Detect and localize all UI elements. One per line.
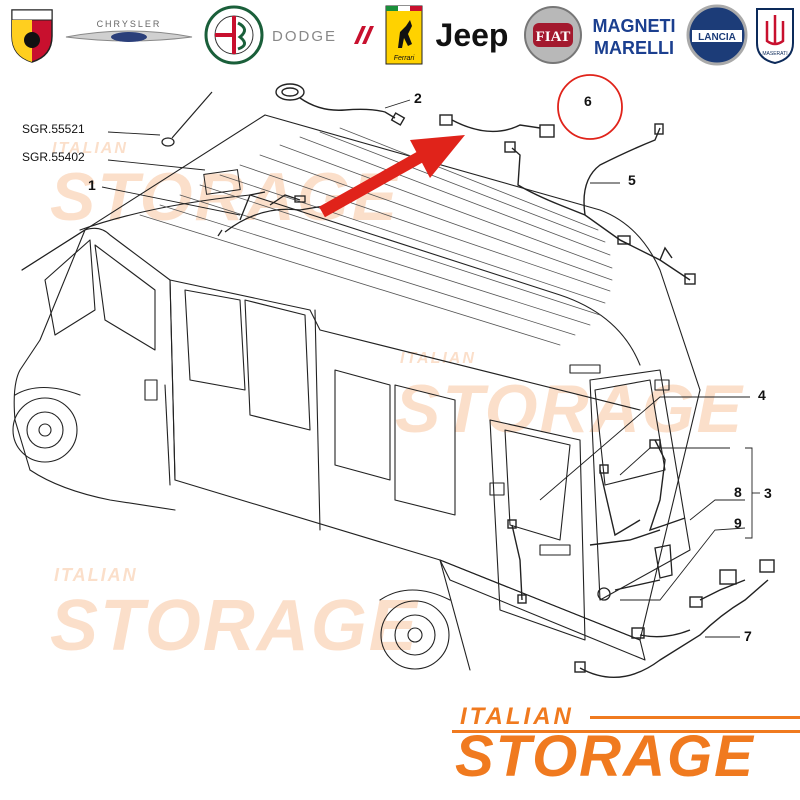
callout-6: 6 xyxy=(584,93,592,109)
svg-text:MARELLI: MARELLI xyxy=(594,38,674,58)
leader-8 xyxy=(689,499,745,521)
bracket-3 xyxy=(745,447,753,539)
rear-light-left xyxy=(489,482,505,496)
maserati-logo-text: MASERATI xyxy=(762,51,787,57)
magneti-marelli-logo: MAGNETI MARELLI xyxy=(588,4,680,66)
front-wheel-inner xyxy=(26,411,64,449)
rear-wheel-arch xyxy=(379,589,451,601)
watermark-line1-a: ITALIAN xyxy=(52,140,128,157)
rear-light-right xyxy=(654,379,670,391)
part-9-lamp xyxy=(597,587,611,601)
leader-sgr1 xyxy=(107,131,161,136)
roof-antenna xyxy=(161,91,213,147)
side-window-1 xyxy=(184,289,246,391)
dodge-logo-text: DODGE xyxy=(272,28,337,45)
brand-line2: STORAGE xyxy=(455,724,755,789)
red-pointer-arrow xyxy=(319,135,465,218)
rear-wheel-hub xyxy=(407,627,423,643)
front-side-window xyxy=(94,244,156,351)
van-cab-front xyxy=(21,227,176,481)
alfa-romeo-logo xyxy=(202,4,266,66)
brand-rule-mid xyxy=(452,730,800,733)
side-door-line xyxy=(164,384,171,486)
leader-lines xyxy=(101,99,760,638)
side-door-handle xyxy=(144,379,158,401)
front-wheel-outer xyxy=(12,397,78,463)
part-1-roof-harness xyxy=(217,191,331,237)
part-6-harness xyxy=(439,114,555,138)
front-wheel-arch xyxy=(14,387,81,396)
dodge-logo: DODGE xyxy=(270,4,378,66)
part-2-cable xyxy=(275,83,406,126)
lancia-logo-text: LANCIA xyxy=(698,32,736,43)
side-door-edge xyxy=(169,279,176,481)
leader-4b xyxy=(619,447,730,476)
windshield xyxy=(44,239,96,336)
ref-sgr-55521: SGR.55521 xyxy=(22,122,85,136)
rear-right-window xyxy=(594,379,666,486)
callout-5: 5 xyxy=(628,172,636,188)
van-sill xyxy=(174,479,471,671)
ref-sgr-55402: SGR.55402 xyxy=(22,150,85,164)
roof-ribs xyxy=(139,127,613,346)
van-roof-right-edge xyxy=(264,114,701,391)
brand-line1: ITALIAN xyxy=(460,703,574,730)
leader-sgr2 xyxy=(107,159,206,171)
middle-pillar xyxy=(314,309,321,531)
part-8-lamp-bracket xyxy=(614,544,673,591)
leader-1 xyxy=(101,186,241,216)
watermark-line1-c: ITALIAN xyxy=(54,565,138,585)
rear-door-right xyxy=(589,369,691,601)
ferrari-logo: Ferrari xyxy=(382,4,426,66)
lancia-logo: LANCIA xyxy=(684,4,750,66)
jeep-logo-text: Jeep xyxy=(435,16,509,53)
brand-rule-top xyxy=(590,716,800,719)
rear-wheel-outer xyxy=(380,600,450,670)
callout-8: 8 xyxy=(734,484,742,500)
van-front-bumper xyxy=(29,469,176,511)
leader-2 xyxy=(384,99,411,109)
callout-3: 3 xyxy=(764,485,772,501)
watermark-line2-b: STORAGE xyxy=(395,371,745,447)
side-window-2 xyxy=(244,299,311,431)
callout-2: 2 xyxy=(414,90,422,106)
part-7-harness xyxy=(574,559,775,678)
callout-9: 9 xyxy=(734,515,742,531)
jeep-logo: Jeep xyxy=(428,4,516,66)
rear-bumper xyxy=(439,559,646,661)
fiat-logo: FIAT xyxy=(522,4,584,66)
callout-4: 4 xyxy=(758,387,766,403)
rear-door-left xyxy=(489,419,586,641)
front-wheel-hub xyxy=(38,423,52,437)
rear-left-window xyxy=(504,429,571,541)
fiat-logo-text: FIAT xyxy=(536,29,571,45)
van-rear-frame xyxy=(439,389,701,641)
leader-9 xyxy=(620,527,746,601)
part-5-harness xyxy=(504,123,696,285)
rear-plate-recess xyxy=(539,544,571,556)
brand-logo-strip: CHRYSLER DODGE Ferrari Jeep xyxy=(0,0,800,72)
watermark-line2-c: STORAGE xyxy=(50,586,419,666)
maserati-logo: MASERATI xyxy=(752,4,798,66)
part-6-highlight-circle xyxy=(557,74,623,140)
callout-7: 7 xyxy=(744,628,752,644)
svg-text:MAGNETI: MAGNETI xyxy=(593,16,676,36)
callout-1: 1 xyxy=(88,177,96,193)
leader-4 xyxy=(539,396,750,501)
van-belt-line xyxy=(169,279,641,411)
part-4-harness xyxy=(507,439,686,604)
chrysler-logo-text: CHRYSLER xyxy=(97,19,162,29)
roof-panel-55402 xyxy=(203,169,241,195)
chrysler-logo: CHRYSLER xyxy=(64,4,194,66)
rear-wheel-inner xyxy=(394,614,436,656)
antenna-mast xyxy=(171,91,213,139)
third-brake-light xyxy=(569,364,601,374)
side-window-4 xyxy=(394,384,456,516)
side-window-3 xyxy=(334,369,391,481)
abarth-logo xyxy=(4,4,60,66)
antenna-base xyxy=(161,137,175,147)
ferrari-logo-text: Ferrari xyxy=(394,55,415,62)
